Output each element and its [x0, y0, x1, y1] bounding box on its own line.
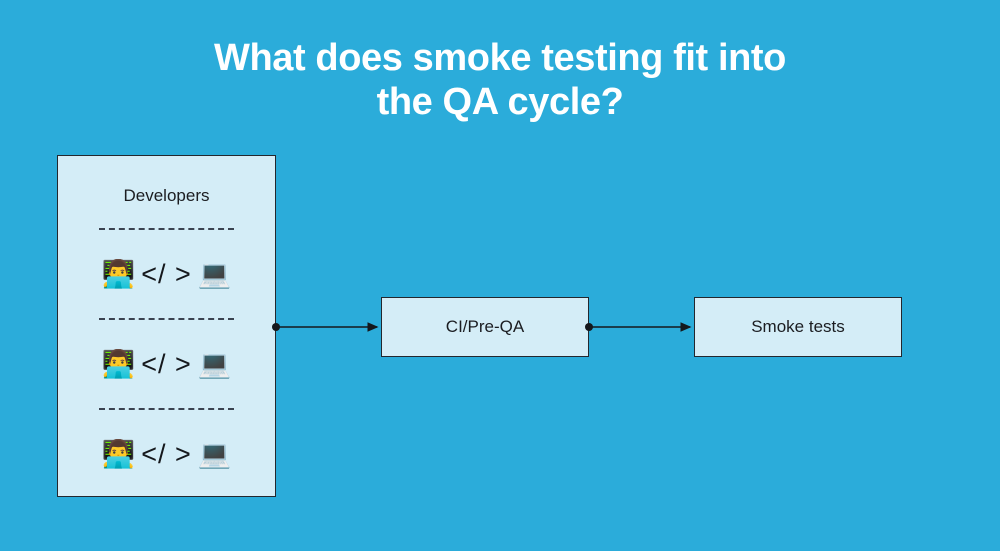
- page-title-line-2: the QA cycle?: [376, 81, 624, 124]
- person-coding-icon: 👨‍💻: [101, 258, 136, 289]
- laptop-icon: 💻: [197, 348, 232, 379]
- code-tag-label: </ >: [141, 348, 192, 379]
- developer-row: 👨‍💻 </ > 💻: [58, 410, 275, 498]
- developer-row: 👨‍💻 </ > 💻: [58, 230, 275, 318]
- page-title-line-1: What does smoke testing fit into: [213, 37, 786, 79]
- page-title: What does smoke testing fit into the QA …: [0, 36, 1000, 124]
- row-divider: [99, 318, 234, 320]
- code-tag-label: </ >: [141, 258, 192, 289]
- node-ci-pre-qa-label: CI/Pre-QA: [445, 317, 525, 336]
- row-divider: [99, 408, 234, 410]
- node-smoke-tests-label: Smoke tests: [751, 317, 845, 336]
- node-smoke-tests[interactable]: Smoke tests: [694, 297, 902, 357]
- node-ci-pre-qa[interactable]: CI/Pre-QA: [381, 297, 589, 357]
- node-developers-label: Developers: [123, 186, 210, 205]
- laptop-icon: 💻: [197, 438, 232, 469]
- person-coding-icon: 👨‍💻: [101, 438, 136, 469]
- row-divider: [99, 228, 234, 230]
- node-developers[interactable]: Developers 👨‍💻 </ > 💻 👨‍💻 </ > 💻 👨‍💻 </ …: [57, 155, 276, 497]
- person-coding-icon: 👨‍💻: [101, 348, 136, 379]
- developer-rows: 👨‍💻 </ > 💻 👨‍💻 </ > 💻 👨‍💻 </ > 💻: [58, 228, 275, 498]
- code-tag-label: </ >: [141, 438, 192, 469]
- edge-developers-to-ci: [272, 322, 379, 332]
- developer-row: 👨‍💻 </ > 💻: [58, 320, 275, 408]
- laptop-icon: 💻: [197, 258, 232, 289]
- edge-ci-to-smoke: [585, 322, 692, 332]
